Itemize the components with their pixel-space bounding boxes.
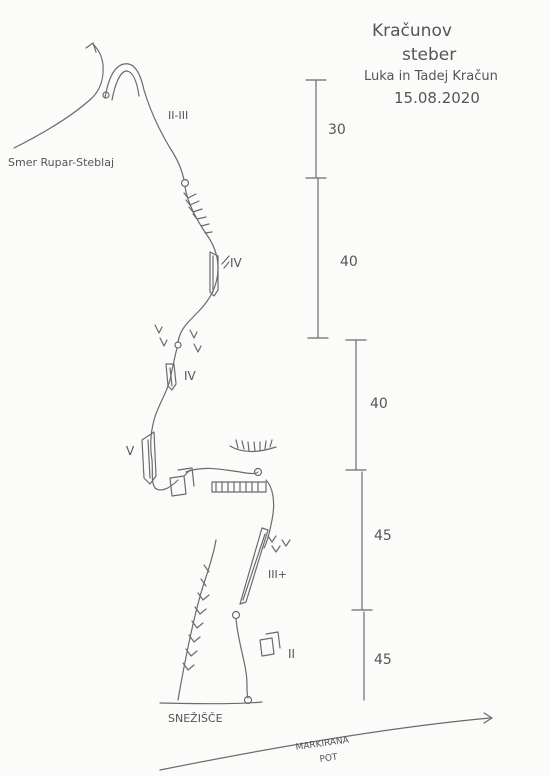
belay-station-3 xyxy=(253,467,263,477)
pitch-length-2: 40 xyxy=(340,254,358,270)
route-line-middle xyxy=(150,347,179,491)
dihedral-iv-upper xyxy=(209,251,230,297)
dihedral-iv-lower xyxy=(165,363,177,391)
grade-ii-iii: II-III xyxy=(168,109,188,122)
snowfield-line xyxy=(159,701,263,705)
grade-v: V xyxy=(126,444,135,458)
pitch-length-5: 45 xyxy=(374,652,392,668)
arrow-marks-mid xyxy=(154,324,202,353)
belay-station-1 xyxy=(180,178,190,188)
marked-trail-label: MARKIRANA xyxy=(295,735,350,752)
route-line-traverse xyxy=(185,467,259,475)
arrow-marks-lower xyxy=(267,535,291,553)
route-line-lower xyxy=(235,618,249,699)
summit-block xyxy=(104,63,185,181)
pitch-length-4: 45 xyxy=(374,528,392,544)
belay-box-ii xyxy=(259,631,281,657)
exit-route-line xyxy=(13,43,104,149)
roof-overhang xyxy=(229,439,277,452)
exit-arrow-icon xyxy=(85,42,97,53)
grass-arete-left xyxy=(177,539,217,701)
title-line1: Kračunov xyxy=(372,21,452,41)
dihedral-v xyxy=(141,431,157,485)
grade-iv-lower: IV xyxy=(184,369,197,383)
belay-station-4 xyxy=(231,610,241,620)
crack-iii-plus xyxy=(239,527,269,605)
pitch-length-3: 40 xyxy=(370,396,388,412)
belay-station-summit xyxy=(102,91,110,99)
snowfield-label: SNEŽIŠČE xyxy=(168,712,223,725)
ledge-hatched xyxy=(211,481,267,493)
grass-marks-upper xyxy=(183,192,213,234)
grade-iv-upper: IV xyxy=(230,256,243,270)
pitch-length-1: 30 xyxy=(328,122,346,138)
date: 15.08.2020 xyxy=(394,89,480,107)
pitch-scale xyxy=(305,79,373,701)
belay-box-traverse xyxy=(169,467,195,497)
marked-trail-label-2: POT xyxy=(319,752,339,764)
marked-trail-line xyxy=(159,717,491,771)
grade-iii-plus: III+ xyxy=(268,568,287,581)
title-line2: steber xyxy=(402,45,456,65)
exit-route-label: Smer Rupar-Steblaj xyxy=(8,156,114,169)
grade-ii: II xyxy=(288,647,295,661)
marked-trail-arrow-icon xyxy=(483,712,493,724)
belay-station-2 xyxy=(174,341,182,349)
authors: Luka in Tadej Kračun xyxy=(364,69,498,84)
